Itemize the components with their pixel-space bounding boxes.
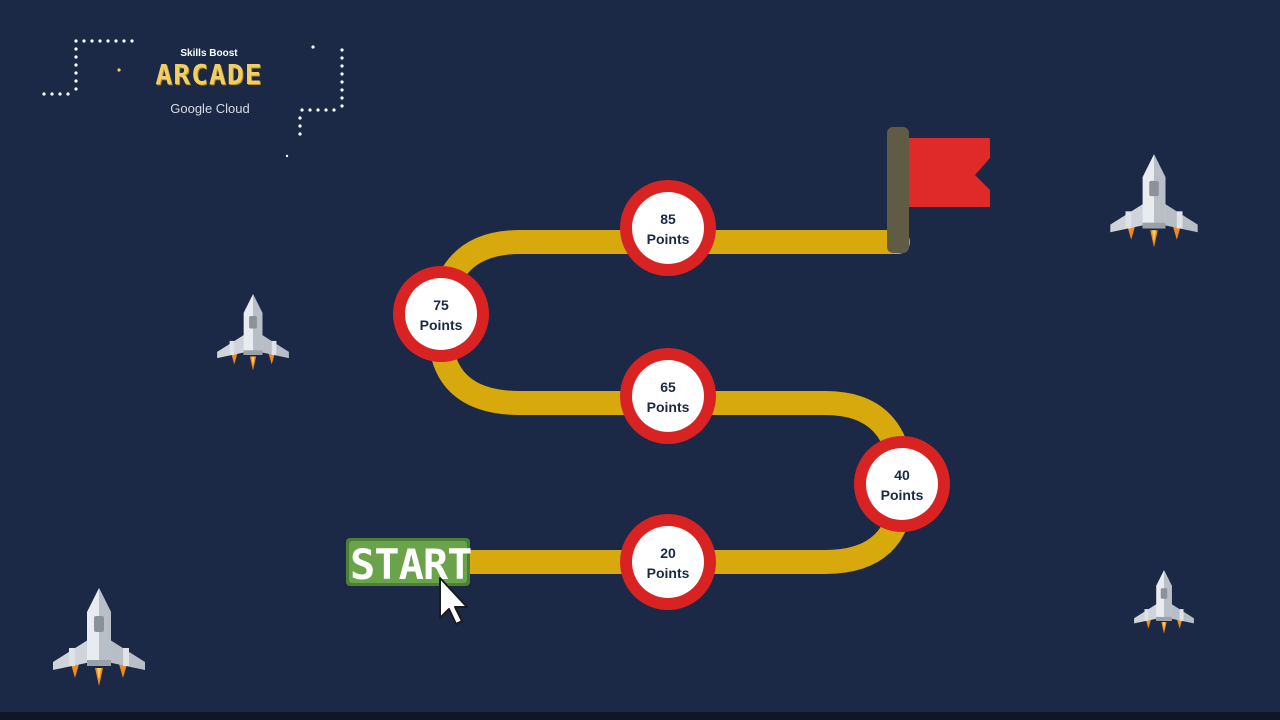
brand-main-label: ARCADE — [155, 58, 263, 91]
milestone-value: 20 — [660, 545, 676, 561]
spaceship-icon — [1134, 570, 1194, 634]
milestone-value: 65 — [660, 379, 676, 395]
milestone-unit: Points — [881, 487, 924, 503]
start-button-label: START — [350, 540, 471, 589]
brand-top-label: Skills Boost — [180, 48, 238, 59]
milestone-unit: Points — [647, 565, 690, 581]
finish-flag-icon — [887, 127, 990, 253]
milestone-value: 40 — [894, 467, 910, 483]
milestone-65[interactable]: 65 Points — [620, 348, 716, 444]
milestone-value: 75 — [433, 297, 449, 313]
spaceship-icon — [217, 294, 289, 371]
bottom-bar — [0, 712, 1280, 720]
milestone-unit: Points — [420, 317, 463, 333]
milestone-40[interactable]: 40 Points — [854, 436, 950, 532]
milestone-20[interactable]: 20 Points — [620, 514, 716, 610]
milestone-value: 85 — [660, 211, 676, 227]
start-button[interactable]: START — [346, 538, 472, 589]
milestone-unit: Points — [647, 231, 690, 247]
spaceship-icon — [53, 588, 145, 686]
brand-bottom-label: Google Cloud — [170, 101, 250, 116]
milestone-75[interactable]: 75 Points — [393, 266, 489, 362]
spaceship-icon — [1110, 154, 1198, 248]
mouse-cursor-icon — [439, 577, 468, 625]
milestone-unit: Points — [647, 399, 690, 415]
milestone-85[interactable]: 85 Points — [620, 180, 716, 276]
